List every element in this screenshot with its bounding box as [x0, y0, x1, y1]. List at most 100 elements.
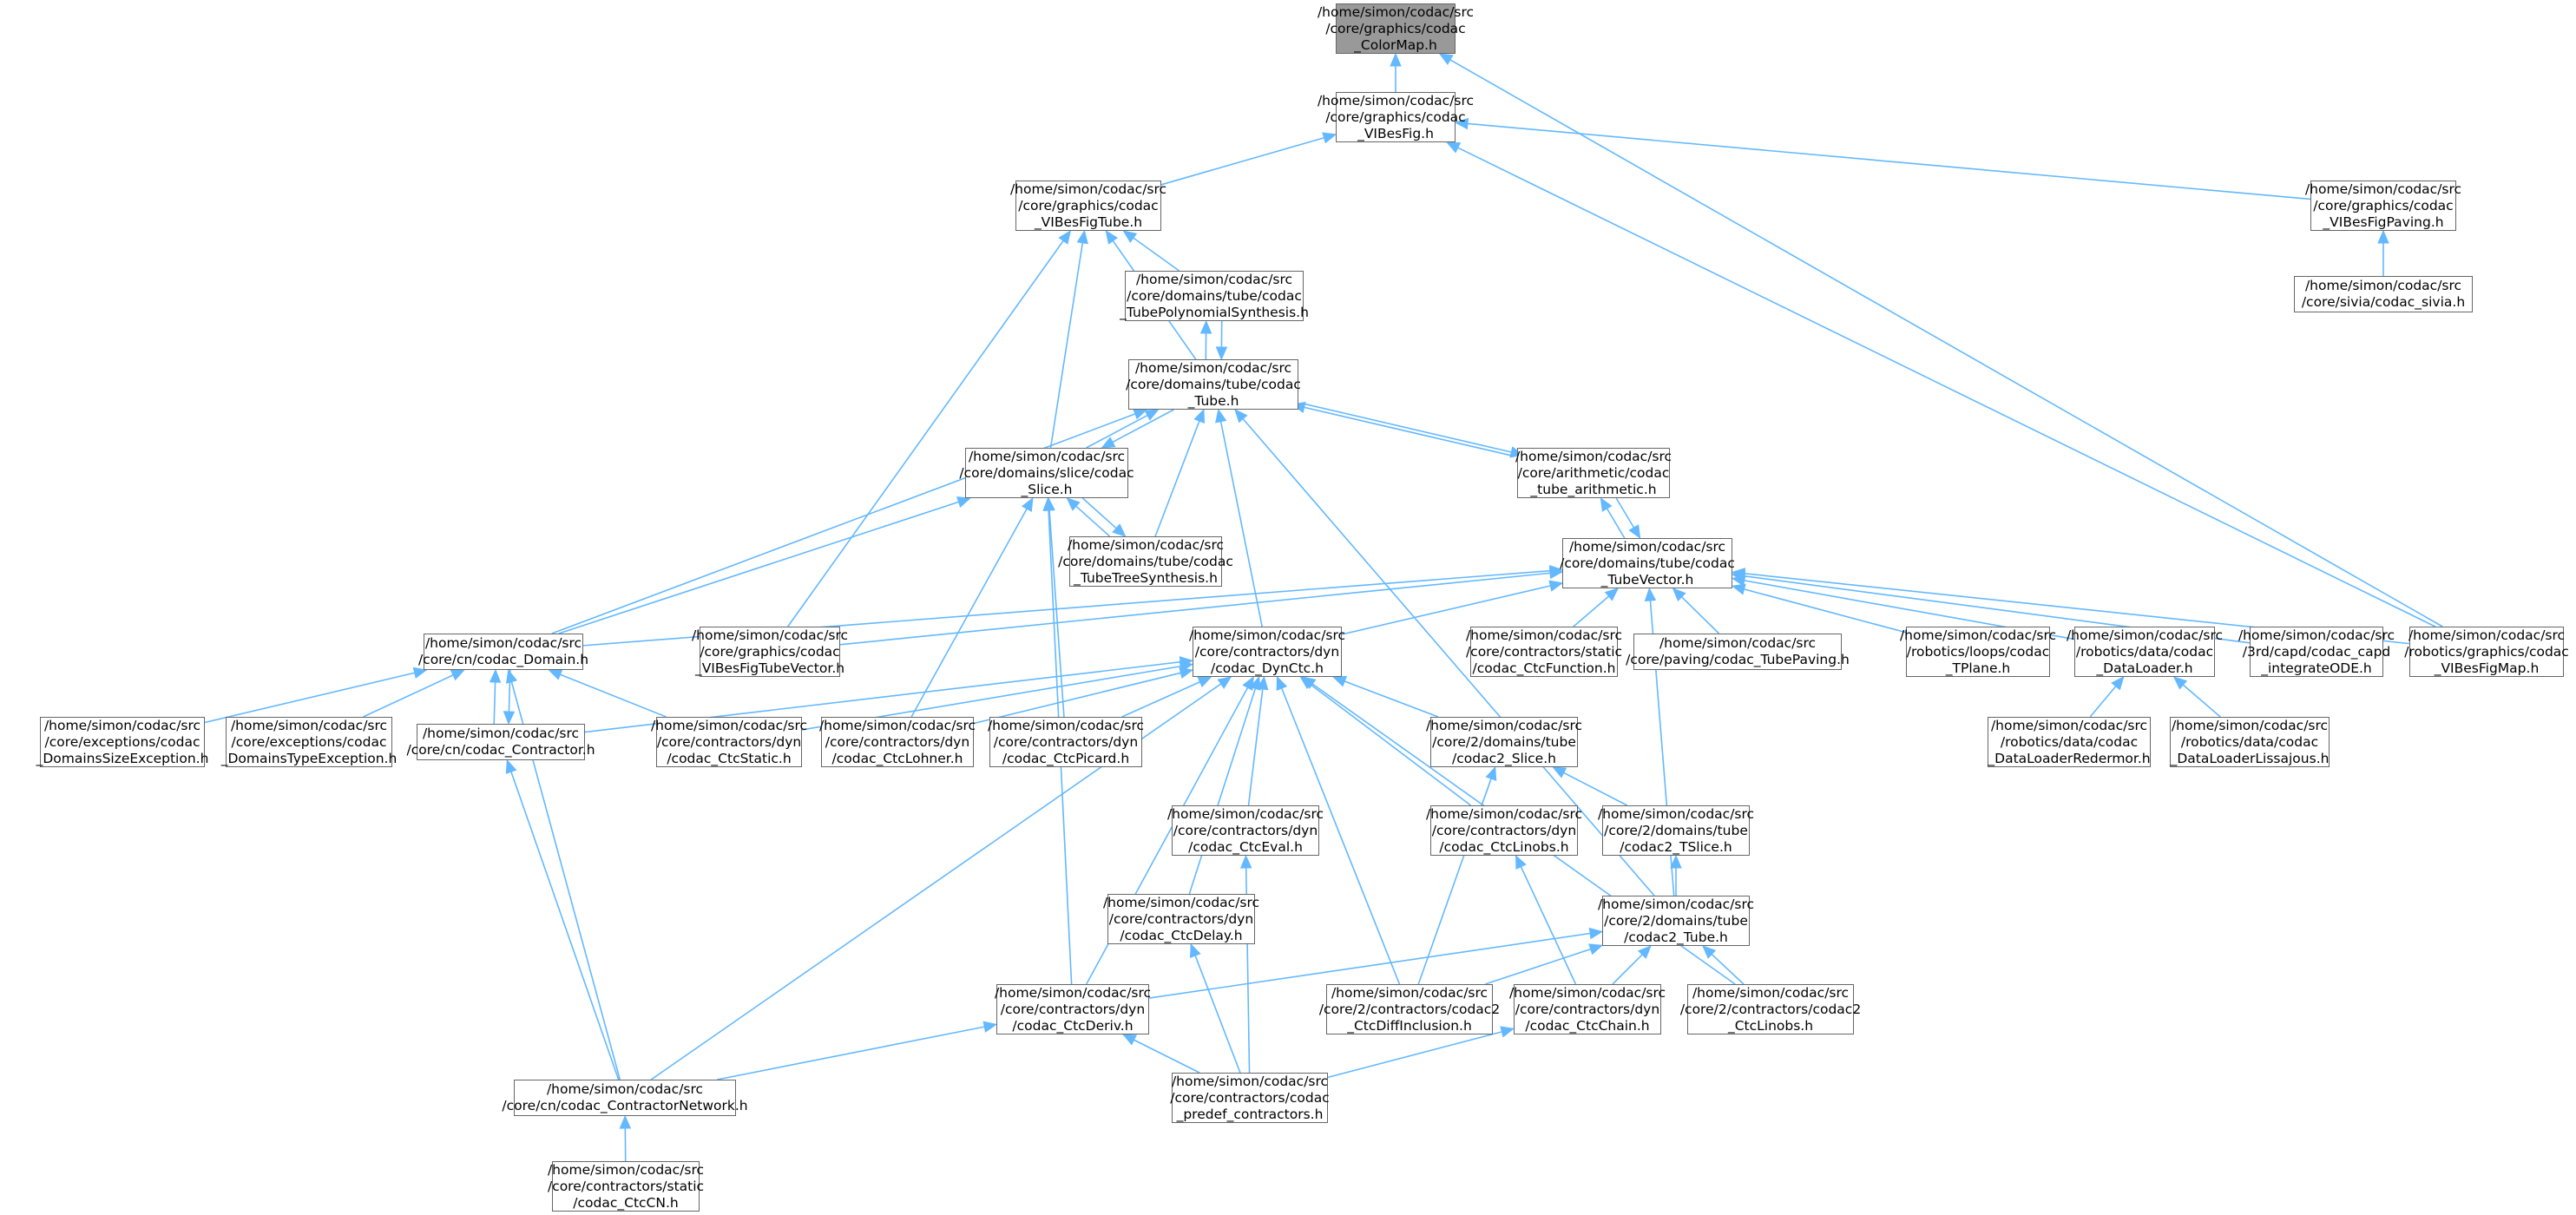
node-line: /home/simon/codac/src — [1317, 92, 1475, 108]
node-slice[interactable]: /home/simon/codac/src /core/domains/slic… — [959, 448, 1134, 498]
node-line: _DomainsSizeException.h — [36, 750, 209, 766]
node-c2slice[interactable]: /home/simon/codac/src /core/2/domains/tu… — [1426, 717, 1582, 767]
node-tplane[interactable]: /home/simon/codac/src /robotics/loops/co… — [1900, 627, 2056, 677]
node-vibesfigmap[interactable]: /home/simon/codac/src /robotics/graphics… — [2404, 627, 2569, 677]
edge-vibesfigpaving-to-vibesfig — [1467, 122, 2311, 200]
node-c2linobs[interactable]: /home/simon/codac/src /core/2/contractor… — [1680, 984, 1861, 1034]
node-redermor[interactable]: /home/simon/codac/src /robotics/data/cod… — [1988, 717, 2151, 767]
node-line: /core/graphics/codac — [1325, 108, 1466, 125]
node-line: /core/cn/codac_ContractorNetwork.h — [502, 1098, 748, 1113]
node-tubepaving[interactable]: /home/simon/codac/src /core/paving/codac… — [1626, 634, 1850, 670]
node-tube[interactable]: /home/simon/codac/src /core/domains/tube… — [1126, 359, 1301, 410]
node-domtypeexc[interactable]: /home/simon/codac/src /core/exceptions/c… — [221, 717, 397, 767]
node-ctcchain[interactable]: /home/simon/codac/src /core/contractors/… — [1509, 984, 1666, 1034]
edge-arrowhead — [1515, 854, 1527, 870]
edge-arrowhead — [956, 496, 972, 508]
node-line: /home/simon/codac/src — [1899, 627, 2057, 643]
node-line: /core/domains/slice/codac — [959, 464, 1134, 481]
node-line: /core/contractors/dyn — [656, 733, 802, 750]
edge-arrowhead — [1588, 927, 1604, 940]
edge-arrowhead — [503, 711, 516, 726]
edge-arrowhead — [1670, 854, 1682, 869]
node-treesynth[interactable]: /home/simon/codac/src /core/domains/tube… — [1058, 536, 1233, 587]
node-line: /core/contractors/codac — [1170, 1089, 1330, 1106]
node-ctceval[interactable]: /home/simon/codac/src /core/contractors/… — [1167, 805, 1324, 856]
node-dataloader[interactable]: /home/simon/codac/src /robotics/data/cod… — [2067, 627, 2223, 677]
node-line: /core/2/domains/tube — [1604, 822, 1748, 838]
edge-arrowhead — [1731, 583, 1746, 595]
node-line: /codac_CtcStatic.h — [667, 750, 792, 766]
node-dynctc[interactable]: /home/simon/codac/src /core/contractors/… — [1189, 627, 1345, 677]
edge-vibesfigtube-to-vibesfig — [1160, 136, 1324, 186]
node-line: /home/simon/codac/src — [1067, 536, 1225, 553]
node-ctclinobs[interactable]: /home/simon/codac/src /core/contractors/… — [1426, 805, 1582, 856]
edge-ctclohner-to-slice — [910, 508, 1028, 718]
node-ctcdelay[interactable]: /home/simon/codac/src /core/contractors/… — [1103, 894, 1259, 944]
node-ctcderiv[interactable]: /home/simon/codac/src /core/contractors/… — [995, 984, 1151, 1034]
node-line: /core/contractors/dyn — [825, 733, 970, 750]
node-line: _VIBesFigPaving.h — [2323, 213, 2444, 230]
edge-domtypeexc-to-domain — [363, 674, 454, 718]
node-ctccn[interactable]: /home/simon/codac/src /core/contractors/… — [548, 1161, 704, 1212]
edge-arrowhead — [1485, 765, 1497, 781]
node-line: _predef_contractors.h — [1176, 1106, 1324, 1122]
edge-c2tube-to-tube — [1242, 418, 1655, 896]
node-line: _VIBesFigMap.h — [2434, 660, 2540, 676]
node-lissajous[interactable]: /home/simon/codac/src /robotics/data/cod… — [2170, 717, 2330, 767]
edge-tubearith-to-tubevector — [1615, 497, 1635, 529]
edge-arrowhead — [1076, 229, 1088, 245]
edge-ctcpicard-to-dynctc — [1121, 680, 1200, 718]
node-sivia[interactable]: /home/simon/codac/src /core/sivia/codac_… — [2294, 276, 2473, 312]
node-line: /home/simon/codac/src — [546, 1081, 704, 1097]
node-c2diffincl[interactable]: /home/simon/codac/src /core/2/contractor… — [1319, 984, 1500, 1034]
edge-ctcpicard-to-slice — [1048, 509, 1065, 718]
node-line: /home/simon/codac/src — [1597, 805, 1755, 822]
node-c2tube[interactable]: /home/simon/codac/src /core/2/domains/tu… — [1598, 896, 1754, 946]
node-vibesfigtube[interactable]: /home/simon/codac/src /core/graphics/cod… — [1010, 181, 1166, 231]
node-c2tslice[interactable]: /home/simon/codac/src /core/2/domains/tu… — [1598, 805, 1754, 856]
node-ctcpicard[interactable]: /home/simon/codac/src /core/contractors/… — [988, 717, 1144, 767]
node-line: /home/simon/codac/src — [1135, 271, 1293, 287]
edge-arrowhead — [1322, 132, 1337, 144]
edge-contractor-to-domain — [493, 681, 496, 725]
node-line: /codac_CtcEval.h — [1188, 838, 1303, 855]
node-vibesfig[interactable]: /home/simon/codac/src /core/graphics/cod… — [1318, 92, 1474, 142]
edge-c2slice-to-dynctc — [1344, 680, 1439, 718]
node-line: /robotics/graphics/codac — [2404, 643, 2569, 660]
node-line: /codac2_Tube.h — [1624, 929, 1728, 945]
edge-dynctc-to-tubevector — [1341, 585, 1551, 635]
node-domain[interactable]: /home/simon/codac/src /core/cn/codac_Dom… — [418, 634, 588, 670]
node-tubearith[interactable]: /home/simon/codac/src /core/arithmetic/c… — [1515, 448, 1672, 498]
edge-cn-to-ctcderiv — [717, 1026, 985, 1080]
edge-arrowhead — [1215, 408, 1227, 424]
edge-ctclohner-to-dynctc — [973, 672, 1181, 725]
edge-predef-to-ctcderiv — [1134, 1039, 1200, 1074]
node-ctclohner[interactable]: /home/simon/codac/src /core/contractors/… — [818, 717, 976, 767]
edge-tube-to-tubearith — [1304, 403, 1512, 453]
node-line: _CtcDiffInclusion.h — [1347, 1017, 1472, 1034]
edge-arrowhead — [1438, 53, 1454, 66]
node-line: /core/sivia/codac_sivia.h — [2301, 294, 2466, 310]
node-line: /home/simon/codac/src — [422, 726, 580, 741]
edge-arrowhead — [1217, 676, 1232, 689]
edge-arrowhead — [506, 668, 518, 684]
node-domsizeexc[interactable]: /home/simon/codac/src /core/exceptions/c… — [36, 717, 208, 767]
edge-arrowhead — [1042, 496, 1055, 511]
edge-arrowhead — [1144, 409, 1160, 421]
node-contractor[interactable]: /home/simon/codac/src /core/cn/codac_Con… — [406, 724, 595, 760]
node-predef[interactable]: /home/simon/codac/src /core/contractors/… — [1170, 1073, 1330, 1123]
node-ctcstatic[interactable]: /home/simon/codac/src /core/contractors/… — [651, 717, 807, 767]
edge-vibesfigmap-to-vibesfig — [1457, 147, 2436, 627]
node-line: /home/simon/codac/src — [818, 717, 976, 733]
node-capd[interactable]: /home/simon/codac/src /3rd/capd/codac_ca… — [2238, 627, 2395, 677]
node-vibesfigtubevector[interactable]: /home/simon/codac/src /core/graphics/cod… — [692, 627, 848, 677]
node-polysynth[interactable]: /home/simon/codac/src /core/domains/tube… — [1120, 271, 1309, 321]
node-line: /home/simon/codac/src — [1425, 717, 1583, 733]
node-vibesfigpaving[interactable]: /home/simon/codac/src /core/graphics/cod… — [2305, 181, 2461, 231]
node-ctcfunction[interactable]: /home/simon/codac/src /core/contractors/… — [1466, 627, 1622, 677]
node-line: _DataLoader.h — [2096, 660, 2193, 676]
node-tubevector[interactable]: /home/simon/codac/src /core/domains/tube… — [1560, 538, 1735, 588]
edge-arrowhead — [2377, 229, 2389, 244]
node-cn[interactable]: /home/simon/codac/src /core/cn/codac_Con… — [502, 1080, 748, 1116]
edge-arrowhead — [505, 759, 517, 774]
